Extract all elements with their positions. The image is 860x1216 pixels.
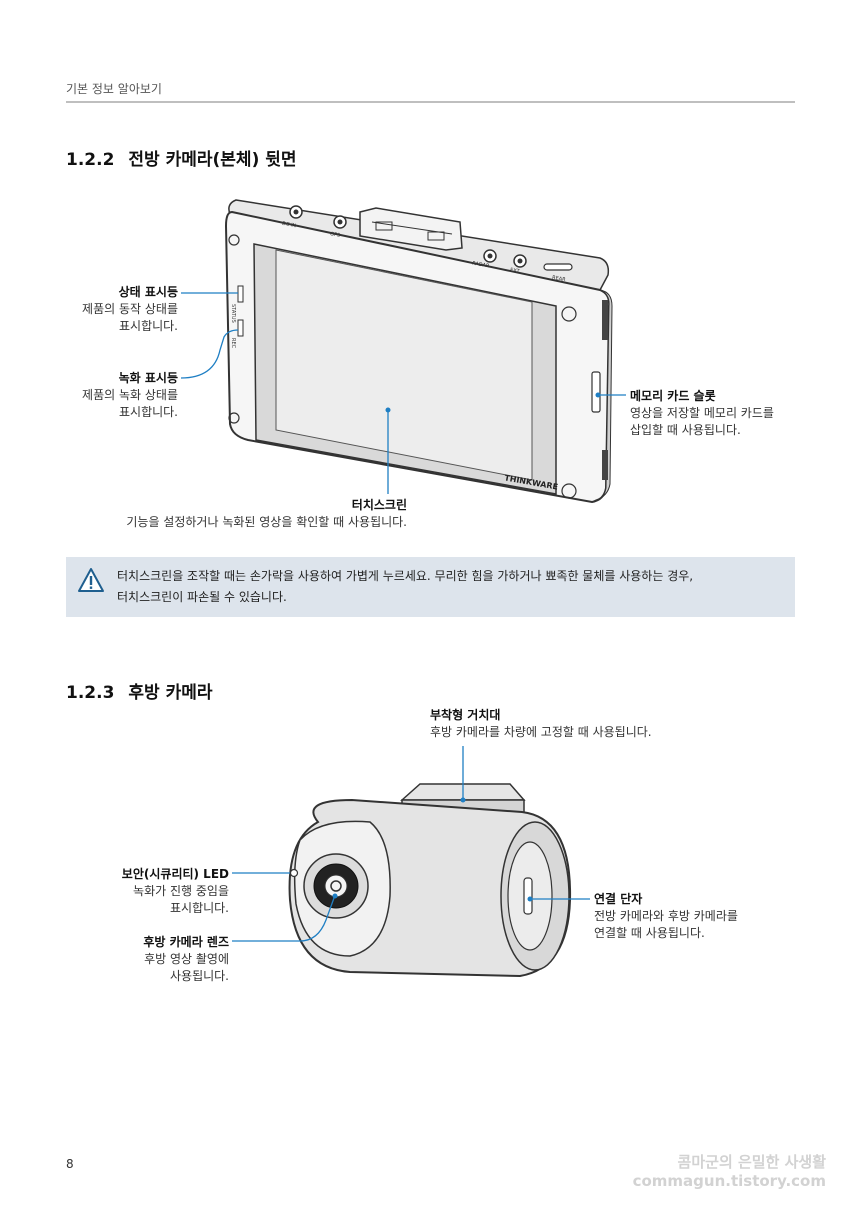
label-title: 녹화 표시등 xyxy=(118,371,178,385)
label-record-led: 녹화 표시등 제품의 녹화 상태를 표시합니다. xyxy=(40,370,178,421)
label-touchscreen: 터치스크린 기능을 설정하거나 녹화된 영상을 확인할 때 사용됩니다. xyxy=(60,497,407,531)
label-title: 메모리 카드 슬롯 xyxy=(630,389,716,403)
label-desc: 표시합니다. xyxy=(118,319,178,333)
label-mount: 부착형 거치대 후방 카메라를 차량에 고정할 때 사용됩니다. xyxy=(430,707,750,741)
label-desc: 제품의 녹화 상태를 xyxy=(82,388,178,402)
label-desc: 후방 영상 촬영에 xyxy=(144,952,229,966)
label-desc: 표시합니다. xyxy=(118,405,178,419)
label-memory-slot: 메모리 카드 슬롯 영상을 저장할 메모리 카드를 삽입할 때 사용됩니다. xyxy=(630,388,830,439)
label-title: 부착형 거치대 xyxy=(430,708,501,722)
label-desc: 사용됩니다. xyxy=(169,969,229,983)
label-lens: 후방 카메라 렌즈 후방 영상 촬영에 사용됩니다. xyxy=(70,934,229,985)
page-header: 기본 정보 알아보기 xyxy=(66,82,162,96)
label-desc: 후방 카메라를 차량에 고정할 때 사용됩니다. xyxy=(430,725,652,739)
label-status-led: 상태 표시등 제품의 동작 상태를 표시합니다. xyxy=(40,284,178,335)
warning-line: 터치스크린이 파손될 수 있습니다. xyxy=(117,590,287,604)
section-heading: 후방 카메라 xyxy=(128,683,213,703)
watermark-title: 콤마군의 은밀한 사생활 xyxy=(677,1153,826,1171)
watermark-url: commagun.tistory.com xyxy=(632,1172,826,1190)
section-title-front: 1.2.2 전방 카메라(본체) 뒷면 xyxy=(66,145,297,170)
label-title: 상태 표시등 xyxy=(118,285,178,299)
label-desc: 제품의 동작 상태를 xyxy=(82,302,178,316)
section-number: 1.2.2 xyxy=(66,150,115,170)
section-title-rear: 1.2.3 후방 카메라 xyxy=(66,678,213,703)
label-desc: 표시합니다. xyxy=(169,901,229,915)
label-title: 보안(시큐리티) LED xyxy=(121,867,229,881)
label-title: 터치스크린 xyxy=(351,498,407,512)
label-security-led: 보안(시큐리티) LED 녹화가 진행 중임을 표시합니다. xyxy=(70,866,229,917)
label-title: 연결 단자 xyxy=(594,892,643,906)
section-number: 1.2.3 xyxy=(66,683,115,703)
label-title: 후방 카메라 렌즈 xyxy=(143,935,229,949)
label-desc: 기능을 설정하거나 녹화된 영상을 확인할 때 사용됩니다. xyxy=(126,515,407,529)
label-desc: 영상을 저장할 메모리 카드를 xyxy=(630,406,774,420)
label-desc: 전방 카메라와 후방 카메라를 xyxy=(594,909,738,923)
page-number: 8 xyxy=(66,1157,74,1171)
label-desc: 연결할 때 사용됩니다. xyxy=(594,926,705,940)
section-heading: 전방 카메라(본체) 뒷면 xyxy=(128,150,297,170)
label-desc: 녹화가 진행 중임을 xyxy=(133,884,229,898)
warning-box xyxy=(66,557,795,617)
label-desc: 삽입할 때 사용됩니다. xyxy=(630,423,741,437)
label-connector: 연결 단자 전방 카메라와 후방 카메라를 연결할 때 사용됩니다. xyxy=(594,891,814,942)
header-divider xyxy=(66,101,795,103)
warning-line: 터치스크린을 조작할 때는 손가락을 사용하여 가볍게 누르세요. 무리한 힘을… xyxy=(117,569,694,583)
warning-triangle-icon xyxy=(78,568,104,592)
warning-text: 터치스크린을 조작할 때는 손가락을 사용하여 가볍게 누르세요. 무리한 힘을… xyxy=(117,566,787,608)
